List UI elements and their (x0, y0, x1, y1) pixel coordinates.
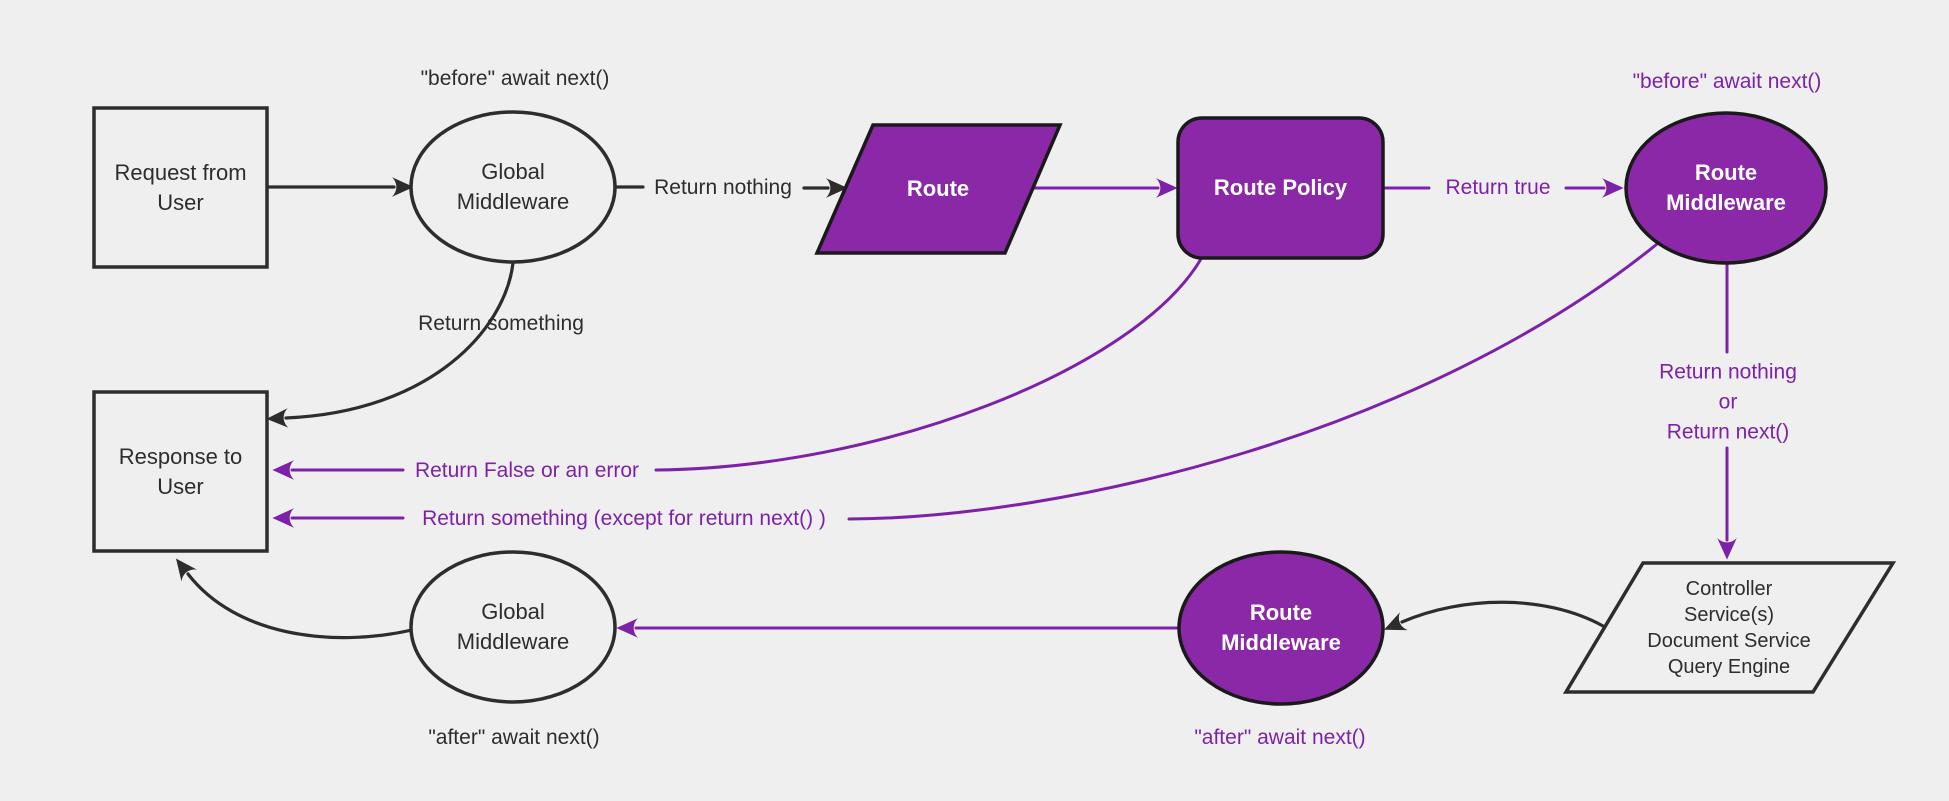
route-middleware-bottom-ellipse (1177, 550, 1385, 706)
controller-parallelogram (1562, 561, 1897, 694)
route-middleware-top-ellipse (1624, 111, 1828, 265)
global-middleware-bottom-ellipse (409, 550, 617, 704)
global-middleware-top-ellipse (409, 110, 617, 264)
edge-route-middleware-to-response-curve (847, 242, 1659, 521)
route-parallelogram (814, 123, 1063, 255)
edge-global-middleware-to-response (266, 261, 515, 428)
response-to-user-box (92, 390, 269, 553)
edge-route-policy-to-response-curve (654, 257, 1203, 472)
edge-controller-to-route-middleware-bottom (1383, 600, 1605, 631)
request-from-user-box (92, 106, 269, 269)
route-policy-box (1176, 116, 1385, 260)
edge-global-middleware-bottom-to-response (175, 558, 414, 640)
